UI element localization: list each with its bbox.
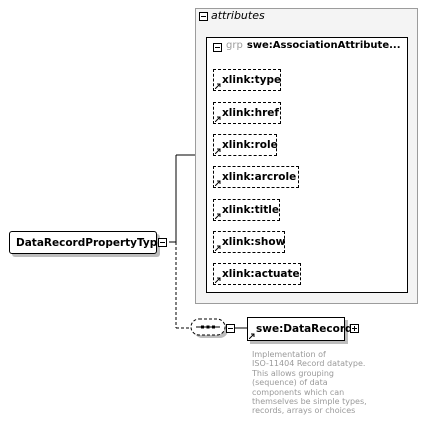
reference-arrow-icon — [215, 245, 221, 251]
element-documentation: Implementation of ISO-11404 Record datat… — [252, 350, 367, 416]
attribute-label: xlink:actuate — [222, 268, 300, 280]
attribute-xlink-arcrole[interactable]: xlink:arcrole — [213, 166, 299, 188]
group-tag: grp — [226, 40, 243, 51]
attributes-panel-label: attributes — [211, 9, 265, 22]
root-type-label: DataRecordPropertyType — [16, 236, 165, 249]
element-expand-toggle[interactable] — [350, 324, 359, 333]
attribute-label: xlink:show — [222, 236, 286, 248]
attribute-xlink-role[interactable]: xlink:role — [213, 134, 278, 156]
attribute-xlink-title[interactable]: xlink:title — [213, 199, 280, 221]
reference-arrow-icon — [215, 213, 221, 219]
reference-arrow-icon — [215, 116, 221, 122]
attribute-label: xlink:arcrole — [222, 171, 297, 183]
element-label: swe:DataRecord — [256, 323, 353, 335]
attribute-label: xlink:title — [222, 204, 279, 216]
sequence-collapse-toggle[interactable] — [226, 324, 235, 333]
attribute-xlink-show[interactable]: xlink:show — [213, 231, 285, 253]
attribute-xlink-href[interactable]: xlink:href — [213, 102, 281, 124]
attribute-group-collapse-toggle[interactable] — [213, 43, 222, 52]
attribute-label: xlink:href — [222, 107, 279, 119]
attribute-xlink-actuate[interactable]: xlink:actuate — [213, 263, 301, 285]
attribute-label: xlink:type — [222, 74, 282, 86]
root-collapse-toggle[interactable] — [158, 238, 167, 247]
root-type-box[interactable]: DataRecordPropertyType — [9, 231, 164, 254]
attributes-collapse-toggle[interactable] — [199, 12, 208, 21]
reference-arrow-icon — [215, 180, 221, 186]
group-name[interactable]: swe:AssociationAttribute... — [246, 40, 401, 51]
sequence-compositor-icon[interactable] — [190, 318, 232, 340]
attribute-label: xlink:role — [222, 139, 278, 151]
attribute-xlink-type[interactable]: xlink:type — [213, 69, 281, 91]
reference-arrow-icon — [215, 83, 221, 89]
reference-arrow-icon — [215, 277, 221, 283]
element-data-record-box[interactable]: swe:DataRecord — [247, 317, 353, 341]
reference-arrow-icon — [215, 148, 221, 154]
reference-arrow-icon — [249, 333, 255, 339]
attribute-group-label: grp swe:AssociationAttribute... — [226, 40, 401, 51]
